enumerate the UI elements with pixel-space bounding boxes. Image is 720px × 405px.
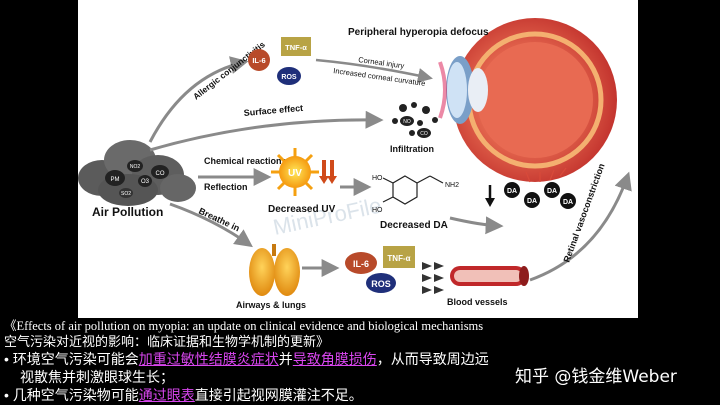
airways-label: Airways & lungs — [236, 300, 306, 310]
svg-text:DA: DA — [563, 199, 573, 206]
svg-text:TNF-α: TNF-α — [285, 43, 307, 52]
bullet-1-cont: 视散焦并刺激眼球生长； — [20, 369, 174, 385]
svg-text:NO: NO — [403, 119, 411, 125]
arrow-breathe — [169, 202, 253, 248]
caption: 《Effects of air pollution on myopia: an … — [4, 318, 549, 404]
svg-text:ROS: ROS — [281, 74, 297, 81]
triple-arrows-icon — [422, 262, 444, 294]
ho-label-top: HO — [372, 175, 383, 182]
cytokines-bottom: IL-6 TNF-α ROS — [345, 246, 415, 293]
blood-vessel-icon — [450, 266, 529, 286]
infiltration-particles: NO CO — [392, 102, 438, 138]
chemical-reactions-label: Chemical reactions — [204, 156, 287, 166]
eye-illustration — [438, 18, 617, 183]
bullet-1: • 环境空气污染可能会加重过敏性结膜炎症状并导致角膜损伤，从而导致周边远 — [4, 351, 489, 367]
svg-text:IL-6: IL-6 — [252, 56, 265, 65]
air-pollution-label: Air Pollution — [92, 205, 163, 219]
nh2-label: NH2 — [445, 182, 459, 189]
bullet-2: • 几种空气污染物可能通过眼表直接引起视网膜灌注不足。 — [4, 387, 363, 403]
svg-text:NO2: NO2 — [130, 164, 141, 170]
highlight-cornea: 导致角膜损伤 — [292, 351, 377, 367]
decreased-uv-label: Decreased UV — [268, 204, 336, 215]
svg-text:IL-6: IL-6 — [353, 259, 369, 269]
arrow-to-cornea — [315, 58, 433, 83]
lungs-icon — [249, 244, 300, 296]
svg-text:DA: DA — [507, 188, 517, 195]
ho-label-bottom: HO — [372, 207, 383, 214]
svg-text:UV: UV — [288, 168, 302, 179]
svg-text:SO2: SO2 — [121, 191, 131, 197]
svg-text:CO: CO — [156, 171, 165, 177]
peripheral-label: Peripheral hyperopia defocus — [348, 27, 489, 38]
sun-icon: UV — [271, 148, 319, 196]
decreased-da-label: Decreased DA — [380, 220, 448, 231]
zhihu-watermark: 知乎 @钱金维Weber — [515, 367, 677, 387]
svg-text:CO: CO — [420, 131, 428, 137]
reflection-label: Reflection — [204, 182, 248, 192]
svg-text:O3: O3 — [141, 179, 150, 185]
dopamine-molecule — [382, 175, 444, 205]
air-pollution-cloud: PM NO2 O3 CO SO2 — [78, 140, 196, 206]
svg-text:DA: DA — [527, 198, 537, 205]
arrow-allergic — [148, 56, 249, 143]
svg-text:ROS: ROS — [371, 279, 391, 289]
svg-text:TNF-α: TNF-α — [387, 254, 410, 263]
cytokines-top: IL-6 TNF-α ROS — [248, 37, 311, 85]
da-molecules: DA DA DA DA — [485, 182, 576, 209]
translation-line: 空气污染对近视的影响：临床证据和生物学机制的更新》 — [4, 334, 330, 349]
svg-text:PM: PM — [111, 177, 120, 183]
down-arrows-icon — [319, 160, 337, 184]
highlight-surface: 通过眼表 — [138, 387, 195, 403]
arrow-surface — [149, 110, 384, 152]
arrow-retinal — [529, 171, 632, 282]
blood-vessels-label: Blood vessels — [447, 297, 508, 307]
svg-text:DA: DA — [547, 188, 557, 195]
infiltration-label: Infiltration — [390, 144, 434, 154]
highlight-allergic: 加重过敏性结膜炎症状 — [138, 351, 279, 367]
reference-line: 《Effects of air pollution on myopia: an … — [4, 319, 484, 333]
arrow-da-eye — [449, 216, 504, 235]
